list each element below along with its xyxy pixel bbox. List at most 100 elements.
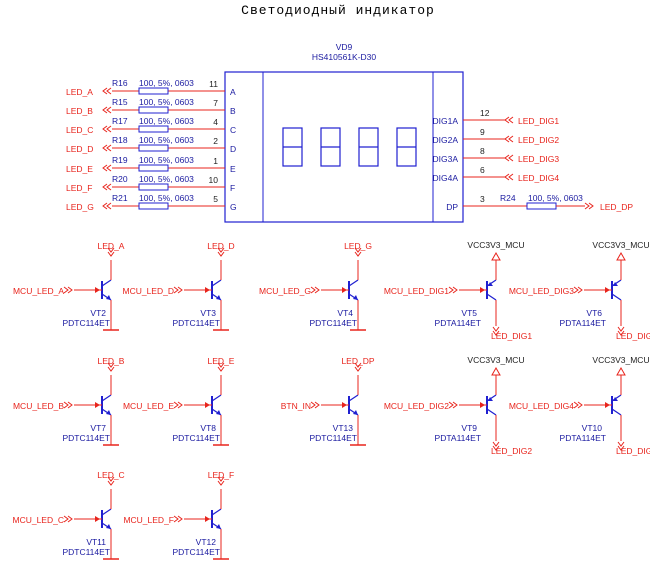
emitter-arrow-icon <box>216 295 221 300</box>
signal-arrow-icon <box>605 287 610 293</box>
net-port-arrow-icon <box>173 401 183 409</box>
signal-arrow-icon <box>95 516 100 522</box>
net-label-vcc3v3-mcu: VCC3V3_MCU <box>592 240 649 250</box>
net-port-arrow-icon <box>173 515 183 523</box>
resistor-designator: R24 <box>500 193 516 203</box>
net-label-vcc3v3-mcu: VCC3V3_MCU <box>467 240 524 250</box>
net-label-mcu_led_b: MCU_LED_B <box>13 401 64 411</box>
resistor-r19 <box>138 164 169 172</box>
transistor-designator: VT5 <box>461 308 477 318</box>
pin-number: 8 <box>480 146 485 156</box>
net-port-arrow-icon <box>492 326 500 336</box>
signal-arrow-icon <box>205 287 210 293</box>
resistor-r16 <box>138 87 169 95</box>
net-label-mcu_led_a: MCU_LED_A <box>13 286 64 296</box>
net-port-arrow-icon <box>617 441 625 451</box>
net-label-led_c: LED_C <box>97 470 124 480</box>
net-label-btn_in: BTN_IN <box>281 401 311 411</box>
transistor-part-number: PDTA114ET <box>560 433 606 443</box>
pin-number: 11 <box>209 79 218 89</box>
net-label-led_g: LED_G <box>344 241 372 251</box>
signal-arrow-icon <box>205 516 210 522</box>
pin-number: 10 <box>209 175 219 185</box>
net-port-arrow-icon <box>354 362 362 372</box>
resistor-value: 100, 5%, 0603 <box>139 78 194 88</box>
net-label-led_a: LED_A <box>66 87 93 97</box>
net-label-mcu_led_e: MCU_LED_E <box>123 401 174 411</box>
transistor-part-number: PDTC114ET <box>172 318 220 328</box>
pin-name: DIG3A <box>432 154 458 164</box>
net-label-mcu_led_dig4: MCU_LED_DIG4 <box>509 401 574 411</box>
emitter-arrow-icon <box>488 282 493 286</box>
transistor-part-number: PDTC114ET <box>172 433 220 443</box>
signal-arrow-icon <box>95 402 100 408</box>
net-label-mcu_led_d: MCU_LED_D <box>123 286 175 296</box>
net-port-arrow-icon <box>310 401 320 409</box>
net-label-led_c: LED_C <box>66 125 93 135</box>
resistor-designator: R18 <box>112 135 128 145</box>
transistor-designator: VT2 <box>90 308 106 318</box>
signal-arrow-icon <box>605 402 610 408</box>
resistor-designator: R20 <box>112 174 128 184</box>
pin-name: DIG4A <box>432 173 458 183</box>
net-label-mcu_led_c: MCU_LED_C <box>13 515 65 525</box>
transistor-designator: VT4 <box>337 308 353 318</box>
collector-lead <box>486 408 497 416</box>
transistor-designator: VT9 <box>461 423 477 433</box>
resistor-r17 <box>138 125 169 133</box>
pin-name: B <box>230 106 236 116</box>
display-part-number: HS410561K-D30 <box>312 52 377 62</box>
signal-arrow-icon <box>205 402 210 408</box>
net-port-arrow-icon <box>63 286 73 294</box>
resistor-value: 100, 5%, 0603 <box>139 135 194 145</box>
pin-number: 3 <box>480 194 485 204</box>
resistor-value: 100, 5%, 0603 <box>528 193 583 203</box>
net-port-arrow-icon <box>573 401 583 409</box>
net-port-arrow-icon <box>617 326 625 336</box>
net-port-arrow-icon <box>310 286 320 294</box>
net-label-led_f: LED_F <box>66 183 92 193</box>
net-label-led_dig4: LED_DIG4 <box>518 173 559 183</box>
collector-lead <box>611 293 622 301</box>
emitter-arrow-icon <box>353 410 358 415</box>
net-label-mcu_led_g: MCU_LED_G <box>259 286 311 296</box>
power-port-icon <box>491 366 501 376</box>
net-label-mcu_led_dig1: MCU_LED_DIG1 <box>384 286 449 296</box>
pin-number: 9 <box>480 127 485 137</box>
pin-number: 4 <box>213 117 218 127</box>
transistor-part-number: PDTC114ET <box>62 318 110 328</box>
net-port-arrow-icon <box>448 286 458 294</box>
net-port-arrow-icon <box>102 164 112 172</box>
pin-name: G <box>230 202 237 212</box>
pin-name: C <box>230 125 236 135</box>
resistor-designator: R17 <box>112 116 128 126</box>
collector-lead <box>611 408 622 416</box>
emitter-arrow-icon <box>106 410 111 415</box>
net-port-arrow-icon <box>102 106 112 114</box>
collector-lead <box>486 293 497 301</box>
net-port-arrow-icon <box>584 202 594 210</box>
net-label-led_g: LED_G <box>66 202 94 212</box>
resistor-value: 100, 5%, 0603 <box>139 193 194 203</box>
net-label-led_b: LED_B <box>66 106 93 116</box>
emitter-arrow-icon <box>106 295 111 300</box>
net-port-arrow-icon <box>173 286 183 294</box>
net-port-arrow-icon <box>107 362 115 372</box>
transistor-designator: VT8 <box>200 423 216 433</box>
net-label-led_d: LED_D <box>207 241 234 251</box>
collector-lead <box>101 394 112 402</box>
net-label-vcc3v3-mcu: VCC3V3_MCU <box>592 355 649 365</box>
net-label-led_dig4: LED_DIG4 <box>616 446 650 456</box>
signal-arrow-icon <box>480 402 485 408</box>
net-label-led_dp: LED_DP <box>341 356 374 366</box>
collector-lead <box>101 508 112 516</box>
net-label-led_dig1: LED_DIG1 <box>491 331 532 341</box>
signal-arrow-icon <box>342 402 347 408</box>
pin-name: A <box>230 87 236 97</box>
resistor-r15 <box>138 106 169 114</box>
net-port-arrow-icon <box>504 135 514 143</box>
net-label-mcu_led_f: MCU_LED_F <box>123 515 174 525</box>
pin-number: 12 <box>480 108 490 118</box>
net-port-arrow-icon <box>102 87 112 95</box>
